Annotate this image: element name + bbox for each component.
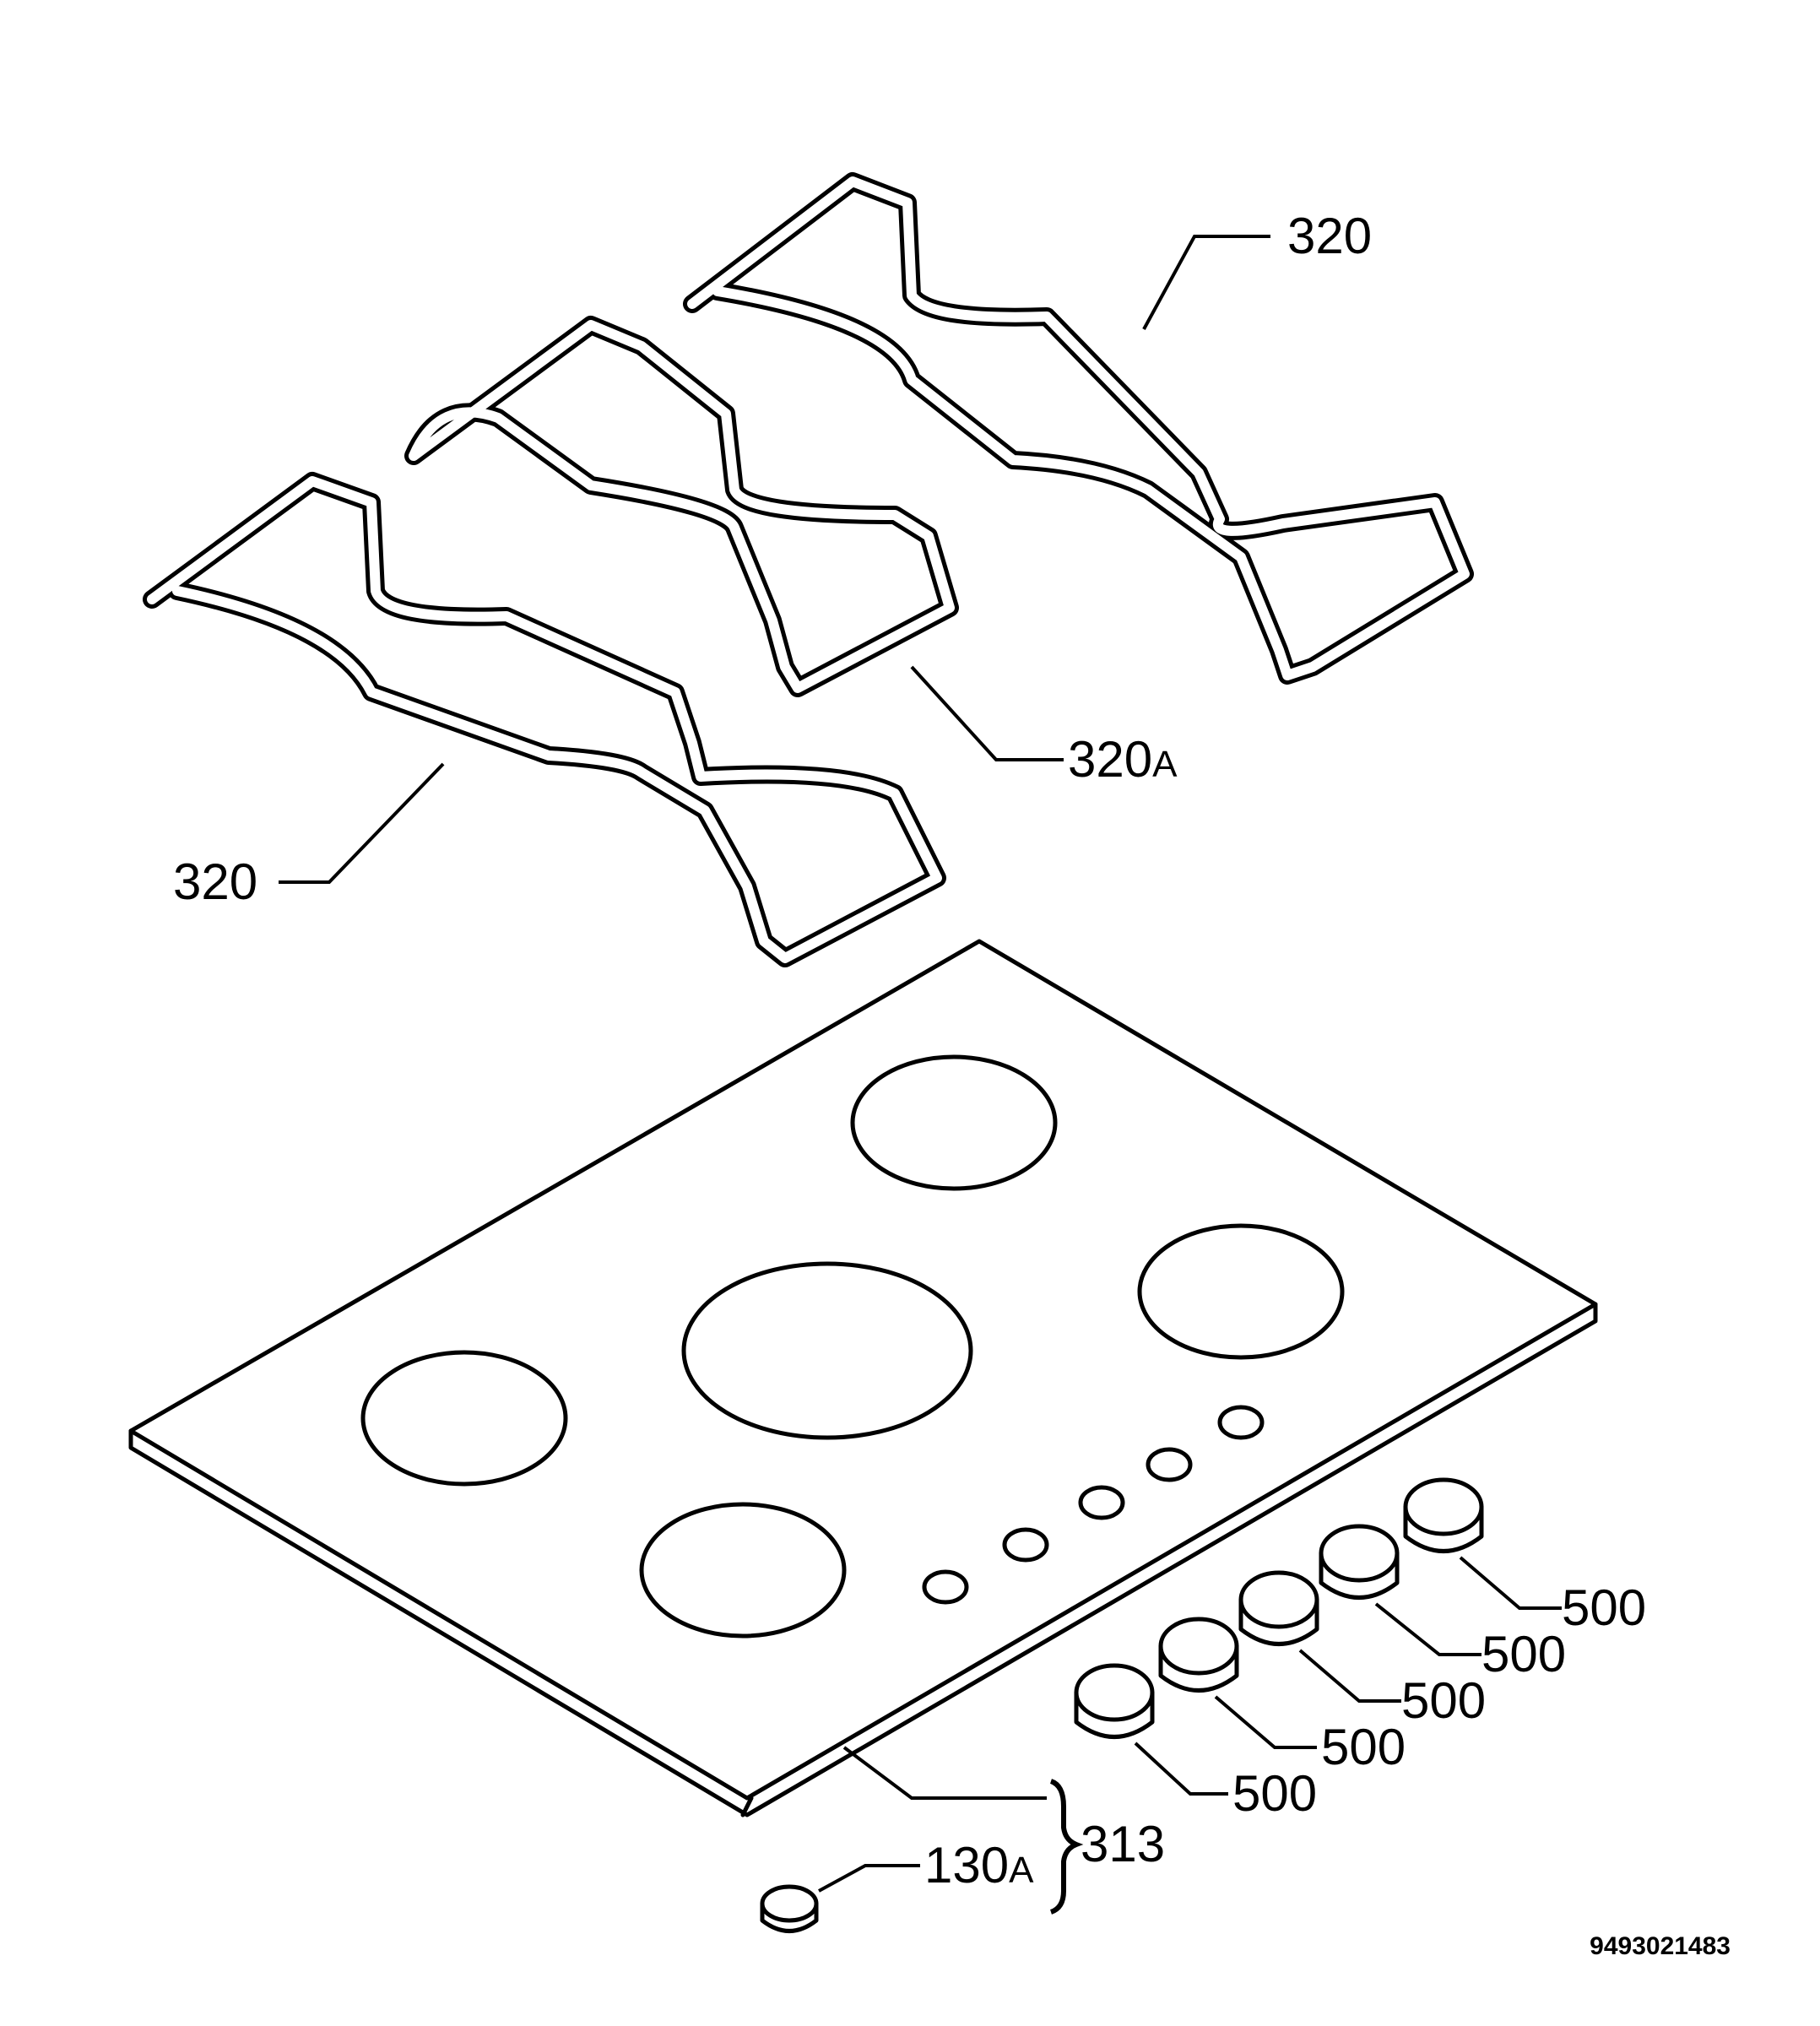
control-knob-2 [1158,1617,1239,1693]
burner-cap [760,1884,819,1933]
bracket-313 [1049,1779,1084,1915]
control-knob-3 [1238,1570,1319,1646]
label-burner-cap: 130A [924,1837,1034,1893]
label-knob-3: 500 [1401,1672,1486,1729]
pan-support-left [143,472,946,967]
control-knob-4 [1319,1524,1400,1600]
label-grate-left: 320 [173,853,257,910]
part-labels: 320 320A 320 500 500 500 500 500 313 130… [173,208,1731,1960]
label-knob-5: 500 [1562,1579,1646,1636]
drawing-code: 9493021483 [1590,1932,1731,1960]
label-knob-1: 500 [1232,1765,1317,1822]
label-grate-right: 320 [1287,208,1372,264]
label-knob-2: 500 [1321,1719,1406,1775]
control-spindles [922,1405,1265,1605]
control-knob-5 [1403,1477,1484,1553]
burner-openings [360,1054,1345,1639]
label-hob-top: 313 [1081,1816,1165,1872]
hob-top-plate [128,939,1598,1817]
burner-opening-right [1137,1223,1345,1360]
label-grate-middle: 320A [1068,731,1178,788]
burner-opening-left [360,1350,568,1487]
leader-lines [279,235,1562,1915]
pan-support-middle [404,316,959,697]
burner-opening-centre [681,1261,973,1440]
control-knob-1 [1074,1663,1155,1739]
pan-support-right [683,172,1474,685]
label-knob-4: 500 [1481,1626,1566,1682]
burner-opening-rear [850,1054,1058,1191]
burner-opening-front [639,1502,847,1639]
